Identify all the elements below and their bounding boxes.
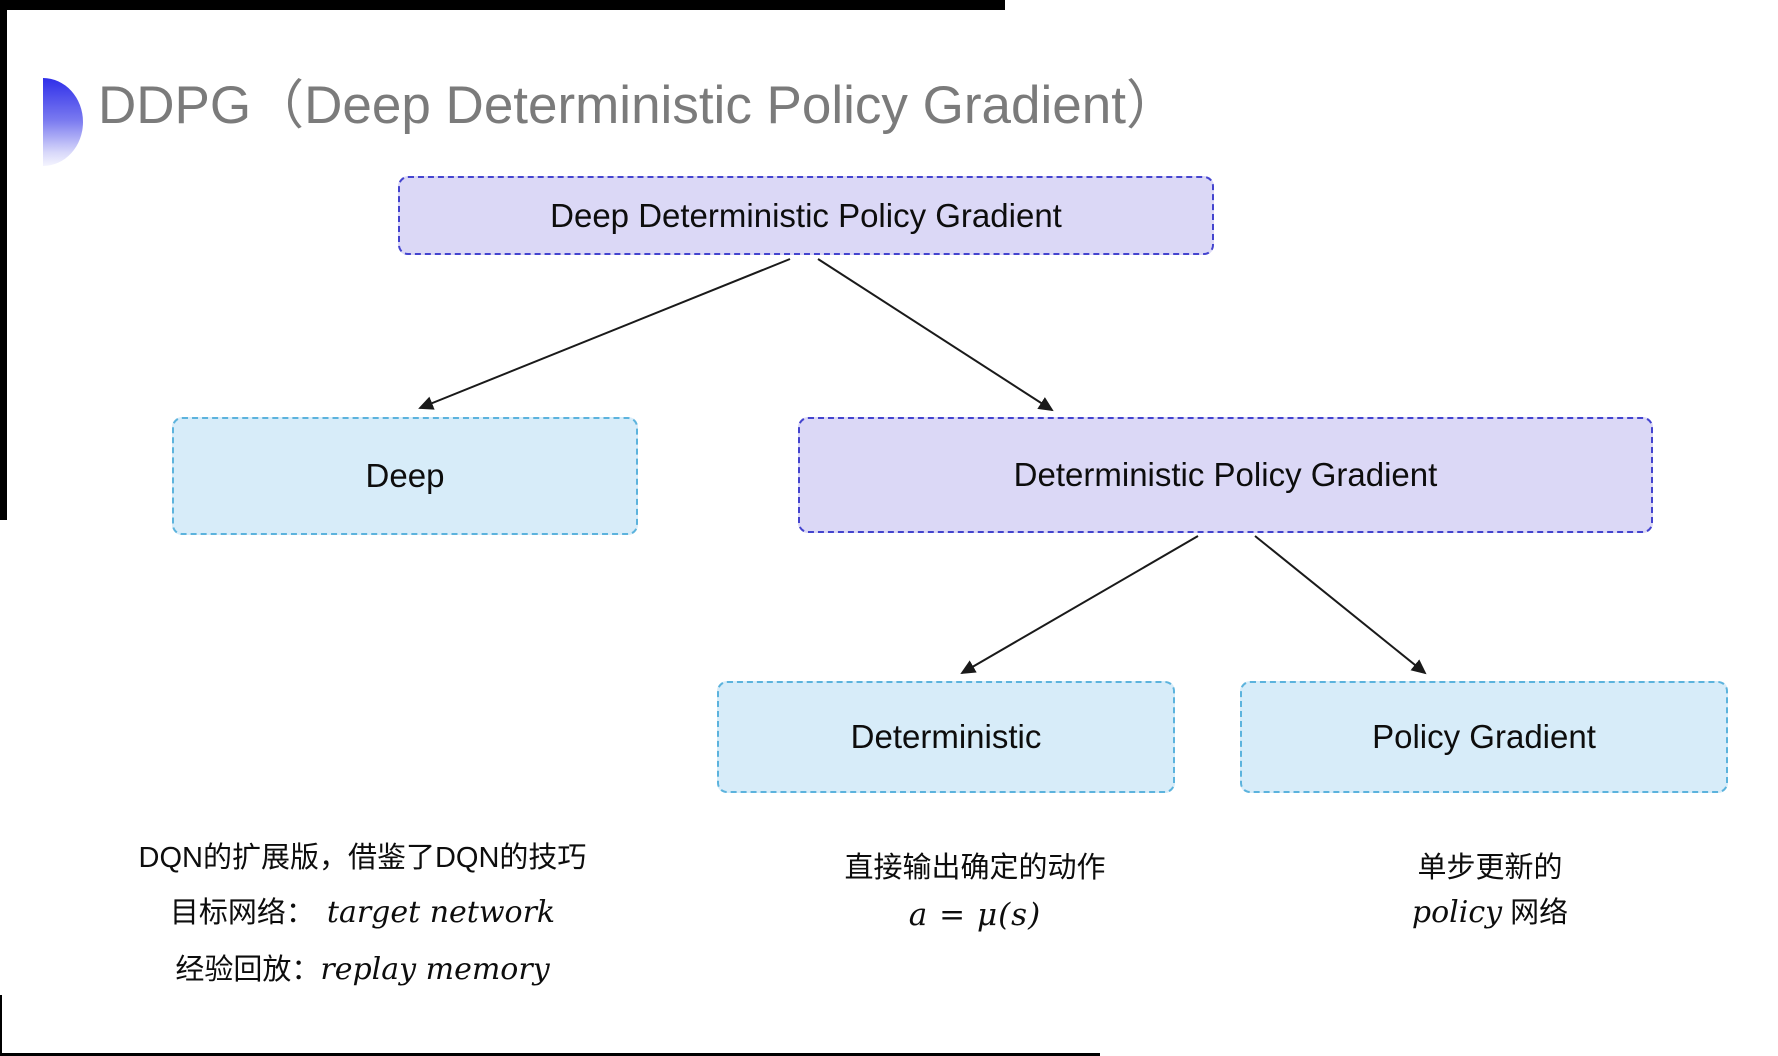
- note-deep-line2-label: 目标网络：: [169, 897, 315, 930]
- node-label: Deterministic Policy Gradient: [1013, 456, 1438, 493]
- note-policy-gradient-line2-label: 网络: [1510, 897, 1569, 930]
- note-deep-line3: 经验回放：replay memory: [110, 951, 615, 989]
- arrow-dpg-to-deterministic: [960, 535, 1199, 675]
- letterbox-left-bar: [0, 0, 7, 520]
- node-deep: Deep: [172, 417, 638, 535]
- note-deep-line3-term: replay memory: [320, 951, 550, 987]
- arrow-root-to-deep: [418, 258, 791, 410]
- note-policy-gradient-line2-term: policy: [1411, 895, 1503, 931]
- note-deep-line3-label: 经验回放：: [175, 953, 321, 986]
- note-deep-line2-term: target network: [326, 895, 556, 931]
- node-label: Deterministic: [850, 718, 1042, 755]
- note-deep: DQN的扩展版，借鉴了DQN的技巧 目标网络： target network 经验…: [110, 840, 615, 988]
- note-deep-line1: DQN的扩展版，借鉴了DQN的技巧: [138, 842, 587, 874]
- page-title: DDPG（Deep Deterministic Policy Gradient）: [98, 76, 1179, 135]
- note-policy-gradient-line1: 单步更新的: [1417, 852, 1563, 884]
- node-label: Deep Deterministic Policy Gradient: [550, 196, 1062, 234]
- node-policy-gradient: Policy Gradient: [1240, 681, 1728, 793]
- node-deep-deterministic-policy-gradient: Deep Deterministic Policy Gradient: [398, 176, 1214, 255]
- letterbox-corner-bar: [0, 995, 2, 1056]
- letterbox-bottom-bar: [0, 1053, 1100, 1056]
- arrow-dpg-to-policy-gradient: [1254, 535, 1427, 675]
- note-deterministic-line1: 直接输出确定的动作: [844, 852, 1106, 884]
- arrow-root-to-dpg: [817, 258, 1054, 412]
- node-deterministic-policy-gradient: Deterministic Policy Gradient: [798, 417, 1653, 533]
- note-deep-line2: 目标网络： target network: [110, 894, 615, 932]
- letterbox-top-bar: [0, 0, 1005, 10]
- note-deterministic: 直接输出确定的动作 a = μ(s): [760, 850, 1190, 935]
- node-label: Deep: [365, 457, 445, 494]
- half-circle-bullet-icon: [43, 78, 83, 166]
- node-deterministic: Deterministic: [717, 681, 1175, 793]
- note-deterministic-formula: a = μ(s): [908, 897, 1042, 934]
- node-label: Policy Gradient: [1372, 718, 1596, 755]
